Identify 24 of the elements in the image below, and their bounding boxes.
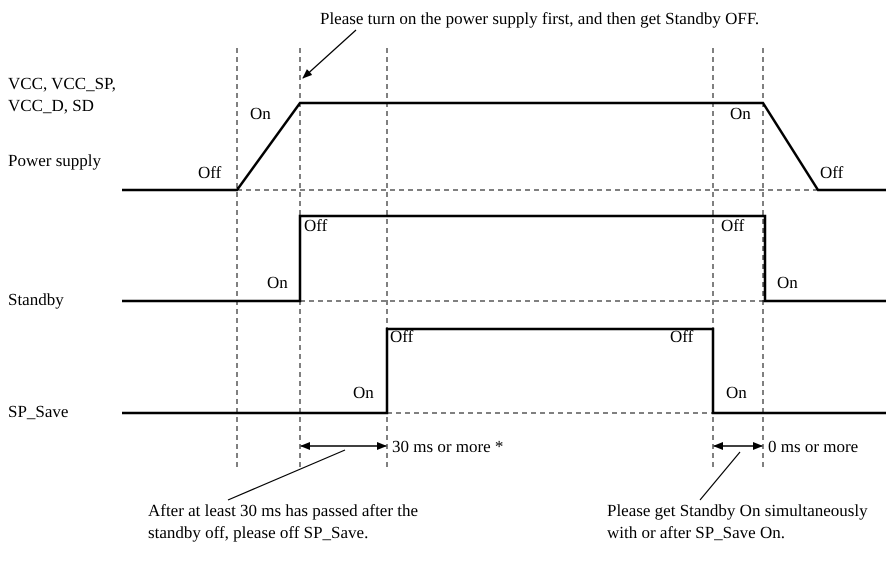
state-label: Off (198, 162, 222, 184)
leader-line (700, 452, 740, 500)
timing-label: 30 ms or more * (392, 436, 504, 458)
leader-line (228, 449, 346, 501)
state-label: On (730, 103, 751, 125)
note-text: Please turn on the power supply first, and then get Standby OFF. (320, 8, 880, 30)
state-label: On (353, 382, 374, 404)
signal-label: SP_Save (8, 401, 68, 423)
timing-label: 0 ms or more (768, 436, 858, 458)
arrow (302, 30, 356, 79)
signal-label: Power supply (8, 150, 102, 172)
note-text: After at least 30 ms has passed after the standby off, please off SP_Save. (148, 500, 448, 544)
state-label: On (267, 272, 288, 294)
state-label: On (726, 382, 747, 404)
state-label: Off (304, 215, 328, 237)
state-label: Off (820, 162, 844, 184)
state-label: On (250, 103, 271, 125)
signal-label: Standby (8, 289, 64, 311)
state-label: Off (670, 326, 694, 348)
signal-label: VCC, VCC_SP, VCC_D, SD (8, 73, 117, 117)
state-label: Off (390, 326, 414, 348)
note-text: Please get Standby On simultaneously with or after SP_Save On. (607, 500, 886, 544)
state-label: On (777, 272, 798, 294)
state-label: Off (721, 215, 744, 237)
